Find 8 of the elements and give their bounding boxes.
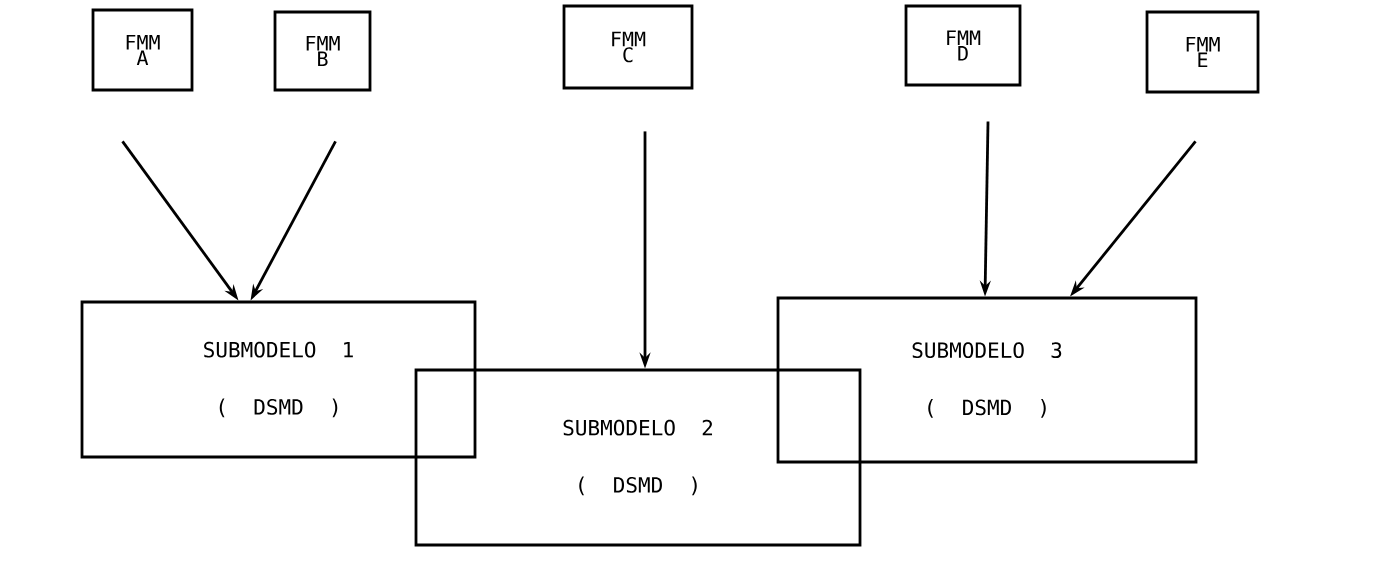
module-box: FMM B bbox=[273, 10, 372, 92]
submodel-box: SUBMODELO 3 ( DSMD ) bbox=[776, 296, 1198, 464]
module-box: FMM D bbox=[904, 4, 1022, 87]
submodel-box: SUBMODELO 2 ( DSMD ) bbox=[414, 368, 862, 547]
module-box: FMM A bbox=[91, 8, 194, 92]
module-box: FMM C bbox=[562, 4, 694, 90]
module-box: FMM E bbox=[1145, 10, 1260, 94]
submodel-box: SUBMODELO 1 ( DSMD ) bbox=[80, 300, 477, 459]
